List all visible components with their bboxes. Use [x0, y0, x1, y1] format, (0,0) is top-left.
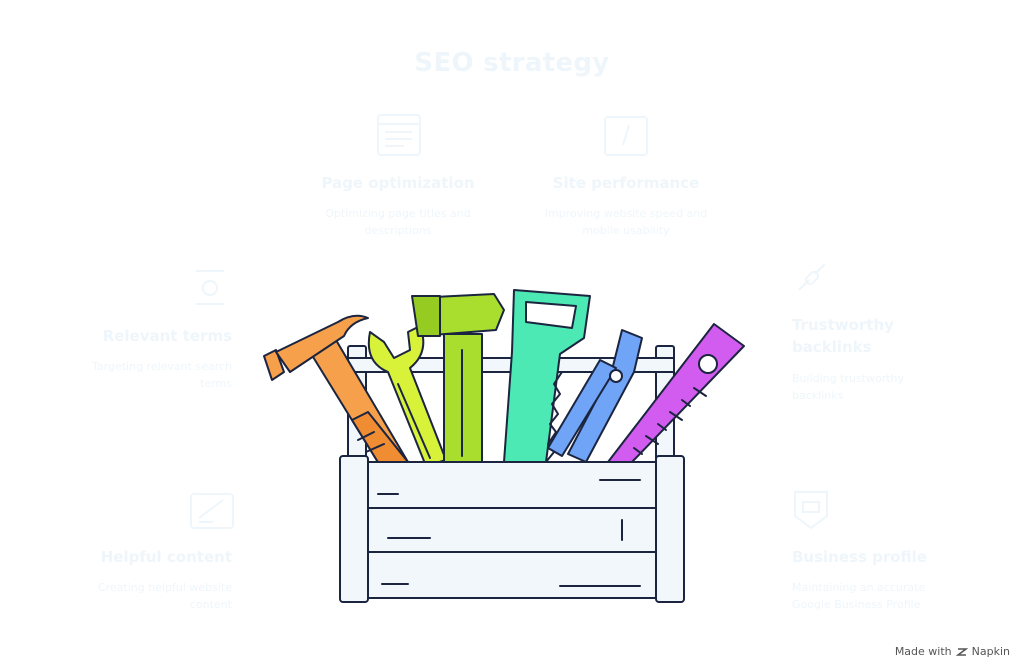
napkin-logo-icon [955, 647, 968, 656]
heading-page-optimization: Page optimization [321, 174, 475, 192]
made-with-napkin-footer: Made with Napkin [895, 645, 1010, 658]
desc-page-optimization: Optimizing page titles and descriptions [325, 207, 471, 237]
heading-helpful-content: Helpful content [100, 548, 232, 566]
desc-business-profile: Maintaining an accurate Google Business … [792, 581, 926, 611]
diagram-title: SEO strategy [414, 48, 610, 78]
heading-business-profile: Business profile [792, 548, 927, 566]
mallet-icon [411, 293, 505, 463]
browser-window-icon [377, 114, 421, 156]
made-with-label: Made with [894, 645, 952, 658]
edit-document-icon [190, 493, 234, 529]
saw-icon [503, 289, 591, 463]
magnifier-icon [196, 270, 224, 305]
heading-relevant-terms: Relevant terms [102, 327, 232, 345]
hammer-icon [263, 314, 409, 473]
heading-trustworthy-backlinks: Trustworthy backlinks [792, 316, 894, 356]
chain-link-icon [798, 263, 826, 291]
desc-trustworthy-backlinks: Building trustworthy backlinks [792, 372, 905, 402]
napkin-brand-label: Napkin [971, 645, 1010, 658]
level-ruler-icon [607, 323, 745, 463]
desc-relevant-terms: Targeting relevant search terms [92, 360, 232, 390]
heading-site-performance: Site performance [552, 174, 700, 192]
business-badge-icon [794, 491, 828, 530]
desc-site-performance: Improving website speed and mobile usabi… [544, 207, 708, 237]
desc-helpful-content: Creating helpful website content [97, 581, 232, 611]
toolbox-front [339, 455, 685, 603]
mobile-phone-icon [604, 116, 648, 156]
